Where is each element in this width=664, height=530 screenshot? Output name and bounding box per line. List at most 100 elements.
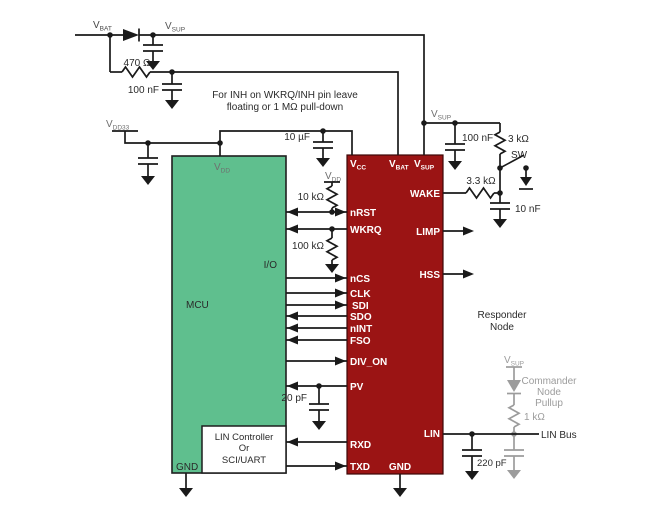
chip-pin-fso: FSO (350, 336, 371, 347)
capacitor-icon (313, 131, 333, 158)
ground-icon (325, 264, 339, 273)
switch-blade-icon (499, 154, 525, 169)
lin-bus-label: LIN Bus (541, 430, 577, 441)
junction-dot (329, 209, 335, 215)
ground-icon (141, 176, 155, 185)
controller-label-3: SCI/UART (222, 455, 266, 466)
ground-icon (507, 470, 521, 479)
junction-dot (497, 190, 503, 196)
cap-100nf-left-label: 100 nF (128, 85, 159, 96)
mcu-vdd-pin-label: VDD (214, 162, 230, 175)
commander-diode-icon (507, 380, 521, 392)
capacitor-icon (162, 72, 182, 100)
chip-pin-lin: LIN (424, 429, 440, 440)
junction-dot (169, 69, 175, 75)
inh-note-line2: floating or 1 MΩ pull-down (227, 102, 343, 113)
chip-pin-txd: TXD (350, 462, 370, 473)
arrow-left-sdo-icon (287, 311, 298, 321)
arrow-left-fso-icon (287, 335, 298, 345)
resistor-icon (325, 237, 339, 261)
junction-dot (469, 431, 475, 437)
vdd-pullup-label: VDD (325, 171, 341, 184)
chip-ground (393, 474, 407, 497)
signal-arrows (287, 207, 474, 471)
ground-icon (312, 421, 326, 430)
commander-label-3: Pullup (535, 398, 563, 409)
ground-icon (316, 158, 330, 167)
commander-node-pullup-section: VSUP Commander Node Pullup 1 kΩ (504, 355, 577, 479)
chip-pin-vsup: VSUP (414, 159, 435, 172)
chip-pin-hss: HSS (419, 270, 440, 281)
capacitor-icon (490, 193, 510, 219)
controller-label-2: Or (239, 443, 250, 454)
cap-220pf: 220 pF (462, 434, 507, 480)
pulldown-100k: 100 kΩ (292, 229, 339, 273)
cap-vsup-input (143, 35, 163, 70)
resistor-3k-and-switch: 3 kΩ SW (493, 123, 533, 190)
vbat-net-label: VBAT (93, 20, 112, 33)
responder-node-label-1: Responder (478, 310, 528, 321)
cap-10uf: 10 µF (284, 131, 333, 167)
junction-dot (316, 383, 322, 389)
cap-100nf-right: 100 nF (445, 123, 493, 170)
junction-dot (497, 165, 503, 171)
chip-pin-vcc: VCC (350, 159, 366, 172)
cap-100nf-right-label: 100 nF (462, 133, 493, 144)
supply-bar (324, 181, 340, 186)
wire-vbat-pin-feed (150, 71, 399, 155)
junction-dot (217, 140, 223, 146)
arrow-right-clk-icon (335, 288, 346, 298)
mcu-body (171, 155, 287, 474)
junction-dot (329, 226, 335, 232)
ground-icon (465, 471, 479, 480)
cap-10nf: 10 nF (490, 193, 541, 228)
chip-pin-sdo: SDO (350, 312, 372, 323)
resistor-1k-label: 1 kΩ (524, 412, 545, 423)
arrow-right-nrst-icon (335, 207, 346, 217)
ground-icon (165, 100, 179, 109)
cap-10uf-label: 10 µF (284, 132, 310, 143)
ground-arrow-icon (520, 177, 532, 186)
resistor-3k3-label: 3.3 kΩ (466, 176, 496, 187)
arrow-right-sdi-icon (335, 300, 346, 310)
capacitor-icon (445, 123, 465, 161)
wire-vsup-top (139, 34, 425, 155)
ground-icon (179, 488, 193, 497)
chip-pin-gnd: GND (389, 462, 411, 473)
mcu-io-label: I/O (264, 260, 278, 271)
capacitor-icon (143, 35, 163, 61)
mcu-block: VDD I/O MCU GND LIN Controller Or SCI/UA… (171, 155, 287, 474)
chip-pin-pv: PV (350, 382, 364, 393)
resistor-10k-label: 10 kΩ (298, 192, 325, 203)
chip-pin-sdi: SDI (352, 301, 369, 312)
resistor-icon (465, 186, 495, 200)
mcu-name-label: MCU (186, 300, 209, 311)
resistor-icon (493, 131, 507, 155)
inh-note-line1: For INH on WKRQ/INH pin leave (212, 90, 358, 101)
vdd33-label: VDD33 (106, 119, 130, 132)
capacitor-icon (309, 386, 329, 421)
capacitor-icon (138, 143, 158, 176)
resistor-100k-label: 100 kΩ (292, 241, 324, 252)
vsup-commander-label: VSUP (504, 355, 524, 368)
annotations: VBAT VSUP VSUP For INH on WKRQ/INH pin l… (93, 20, 577, 441)
chip-pin-clk: CLK (350, 289, 371, 300)
reverse-diode (123, 28, 140, 42)
mcu-gnd-label: GND (176, 462, 198, 473)
chip-pin-ncs: nCS (350, 274, 370, 285)
responder-node-label-2: Node (490, 322, 514, 333)
junction-dot (150, 32, 156, 38)
cap-20pf-label: 20 pF (281, 393, 307, 404)
lin-controller-box (201, 425, 287, 474)
ground-icon (393, 488, 407, 497)
switch-label: SW (511, 150, 528, 161)
chip-pin-nrst: nRST (350, 208, 376, 219)
arrow-left-pv-icon (287, 381, 298, 391)
arrow-left-wkrq-icon (287, 224, 298, 234)
pullup-10k: VDD 10 kΩ (298, 171, 341, 212)
resistor-470-label: 470 Ω (124, 58, 151, 69)
cap-100nf-left: 100 nF (128, 72, 182, 109)
arrow-left-nint-icon (287, 323, 298, 333)
